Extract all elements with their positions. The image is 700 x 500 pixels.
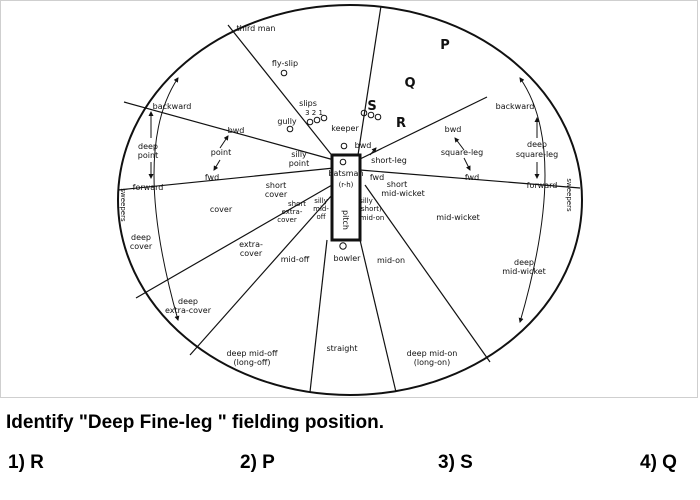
label-deep-mid-on-2: (long-on)	[414, 358, 451, 367]
arrows	[148, 77, 546, 323]
label-forward-left: forward	[133, 183, 164, 192]
label-slip-numbers: 3 2 1	[305, 109, 323, 117]
marker-s: S	[367, 99, 376, 114]
label-deep-mid-wicket-2: mid-wicket	[502, 267, 546, 276]
label-third-man: third man	[237, 24, 276, 33]
label-short-cover-2: cover	[265, 190, 288, 199]
label-batsman: batsman	[328, 169, 363, 178]
diagram-frame	[0, 0, 698, 398]
label-mid-off: mid-off	[281, 255, 310, 264]
label-mid-on: mid-on	[377, 256, 405, 265]
label-bowler: bowler	[334, 254, 362, 263]
label-short-extra-cover-3: cover	[277, 216, 297, 224]
label-sweepers-left: sweepers	[119, 188, 127, 222]
label-sweepers-right: sweepers	[565, 178, 573, 212]
label-keeper: keeper	[331, 124, 359, 133]
label-silly-mid-off-2: mid-	[313, 205, 329, 213]
label-deep-square-leg-1: deep	[527, 140, 547, 149]
label-fwd-point: fwd	[205, 173, 219, 182]
label-pitch: pitch	[341, 210, 350, 230]
label-short-cover-1: short	[266, 181, 287, 190]
label-square-leg: square-leg	[441, 148, 483, 157]
label-short-extra-cover-1: short	[288, 200, 306, 208]
fielder-markers	[280, 69, 382, 250]
marker-r: R	[396, 116, 406, 131]
label-extra-cover-1: extra-	[239, 240, 263, 249]
pitch-rect	[330, 153, 362, 242]
label-gully: gully	[277, 117, 297, 126]
label-bwd-short-leg: bwd	[355, 141, 372, 150]
label-deep-square-leg-2: square-leg	[516, 150, 558, 159]
label-deep-extra-cover-2: extra-cover	[165, 306, 212, 315]
label-deep-extra-cover-1: deep	[178, 297, 198, 306]
label-forward-right: forward	[527, 181, 558, 190]
label-silly-point-1: silly	[291, 150, 307, 159]
label-fwd-square-leg: fwd	[465, 173, 479, 182]
label-slips: slips	[299, 99, 317, 108]
label-extra-cover-2: cover	[240, 249, 263, 258]
field-boundary	[117, 4, 583, 396]
label-short-mid-wicket-1: short	[387, 180, 408, 189]
marker-p: P	[440, 38, 450, 53]
label-silly-point-2: point	[289, 159, 309, 168]
label-deep-mid-off-1: deep mid-off	[226, 349, 278, 358]
label-silly-mid-off-3: off	[316, 213, 325, 221]
label-deep-mid-wicket-1: deep	[514, 258, 534, 267]
label-deep-point-1: deep	[138, 142, 158, 151]
label-backward-right: backward	[496, 102, 535, 111]
marker-q: Q	[404, 76, 415, 91]
label-silly-short-mid-on-1: silly	[359, 197, 373, 205]
question-text: Identify "Deep Fine-leg " fielding posit…	[6, 412, 384, 433]
label-fly-slip: fly-slip	[272, 59, 298, 68]
option-2[interactable]: 2) P	[240, 452, 275, 473]
label-deep-cover-1: deep	[131, 233, 151, 242]
label-backward-left: backward	[153, 102, 192, 111]
sector-lines	[117, 5, 581, 393]
option-4[interactable]: 4) Q	[640, 452, 677, 473]
option-3[interactable]: 3) S	[438, 452, 473, 473]
label-short-extra-cover-2: extra-	[282, 208, 303, 216]
label-silly-short-mid-on-3: mid-on	[360, 214, 385, 222]
label-mid-wicket: mid-wicket	[436, 213, 480, 222]
label-short-mid-wicket-2: mid-wicket	[381, 189, 425, 198]
label-deep-point-2: point	[138, 151, 158, 160]
fielding-positions-diagram: third man fly-slip slips 3 2 1 gully kee…	[117, 4, 583, 396]
option-1[interactable]: 1) R	[8, 452, 44, 473]
label-deep-mid-off-2: (long-off)	[234, 358, 271, 367]
label-handedness: (r-h)	[339, 181, 354, 189]
label-cover: cover	[210, 205, 233, 214]
label-point: point	[211, 148, 231, 157]
label-straight: straight	[326, 344, 357, 353]
label-bwd-point: bwd	[228, 126, 245, 135]
label-bwd-square-leg: bwd	[445, 125, 462, 134]
label-short-leg: short-leg	[371, 156, 407, 165]
label-silly-short-mid-on-2: (short)	[358, 205, 382, 213]
label-deep-mid-on-1: deep mid-on	[407, 349, 458, 358]
label-silly-mid-off-1: silly	[314, 197, 328, 205]
label-fwd-short-leg: fwd	[370, 173, 384, 182]
label-deep-cover-2: cover	[130, 242, 153, 251]
